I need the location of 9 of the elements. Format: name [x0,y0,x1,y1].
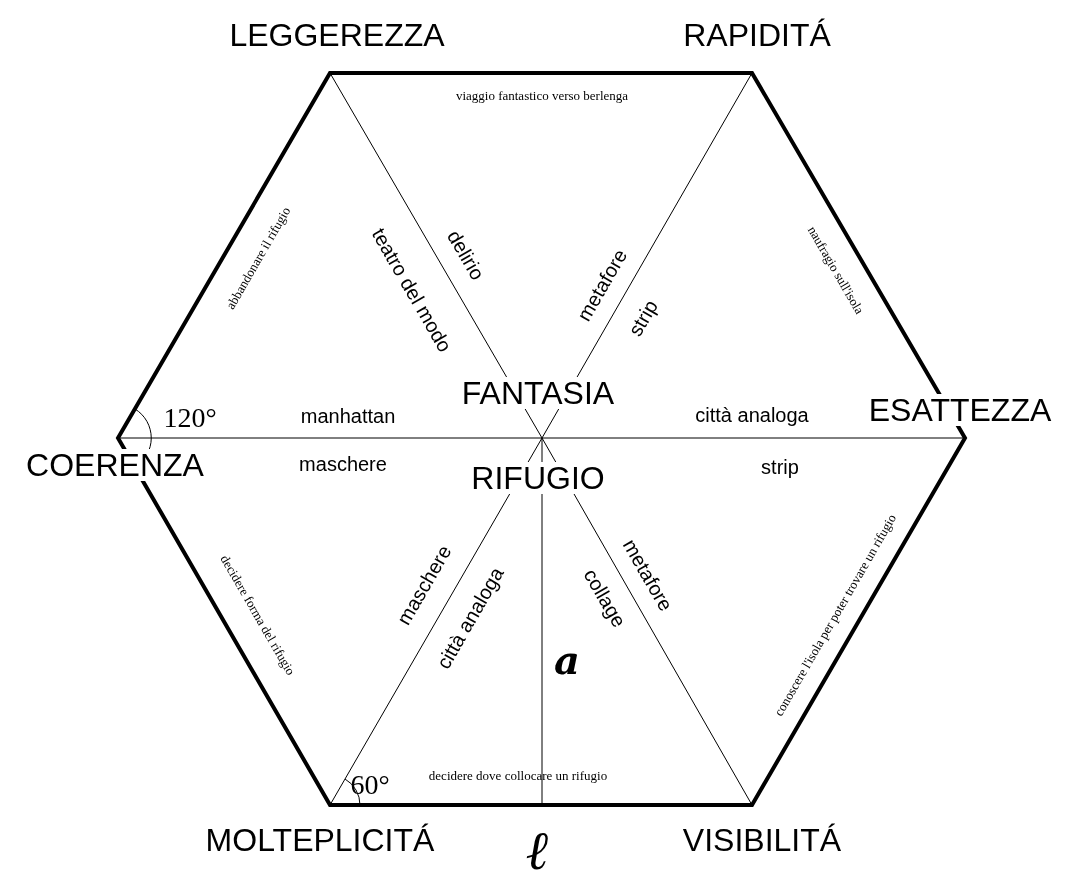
corner-label: COERENZA [24,449,206,481]
section-label: maschere [299,454,387,474]
section-label: manhattan [300,406,396,426]
edge-note: viaggio fantastico verso berlenga [455,88,629,102]
angle-label: 60° [350,771,390,799]
section-label: città analoga [695,405,809,425]
edge-note: decidere dove collocare un rifugio [428,768,608,782]
angle-label: 120° [163,404,217,432]
section-label: strip [761,457,799,477]
